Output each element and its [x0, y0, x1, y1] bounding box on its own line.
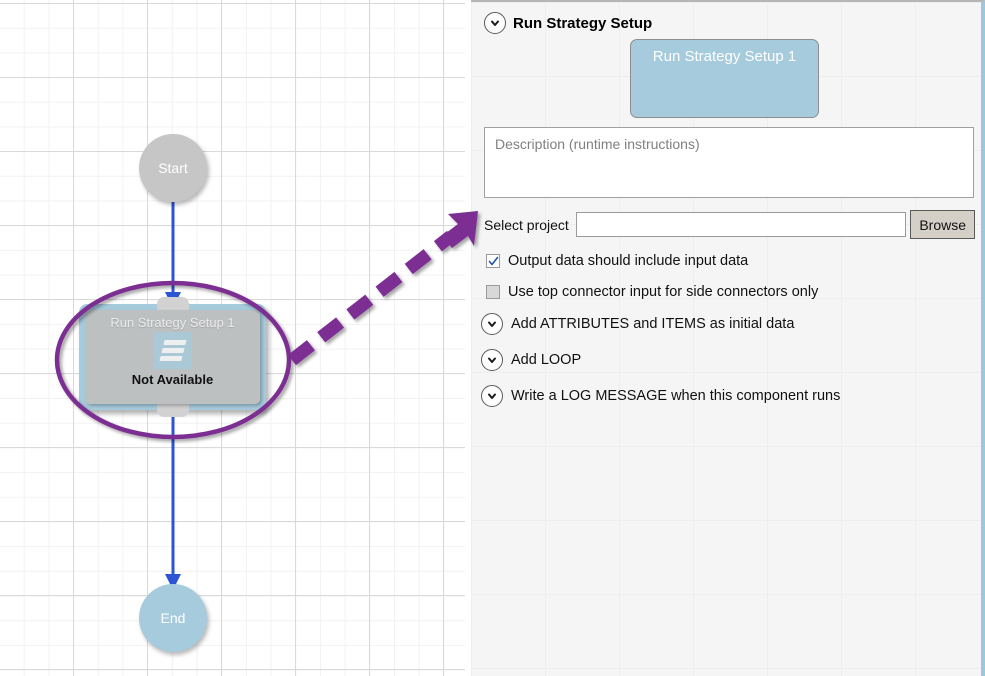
- list-lines-icon: [153, 332, 192, 369]
- component-title-card[interactable]: Run Strategy Setup 1: [630, 39, 819, 118]
- flow-node-title: Run Strategy Setup 1: [110, 315, 235, 330]
- select-project-row: Select project Browse: [484, 210, 975, 239]
- description-input[interactable]: [484, 127, 974, 198]
- chevron-down-circle-icon[interactable]: [481, 349, 503, 371]
- canvas-panel-divider: [465, 0, 471, 676]
- component-title-card-label: Run Strategy Setup 1: [652, 48, 797, 65]
- panel-title: Run Strategy Setup: [513, 14, 653, 32]
- chevron-down-circle-icon[interactable]: [481, 385, 503, 407]
- checkbox-label: Output data should include input data: [508, 253, 749, 269]
- expander-add-loop[interactable]: Add LOOP: [481, 348, 974, 372]
- panel-options-list: Output data should include input data Us…: [481, 250, 974, 420]
- properties-panel: Run Strategy Setup Run Strategy Setup 1 …: [471, 0, 985, 676]
- select-project-input[interactable]: [575, 212, 907, 237]
- expander-add-attributes-and-items[interactable]: Add ATTRIBUTES and ITEMS as initial data: [481, 312, 974, 336]
- expander-label: Add LOOP: [511, 352, 582, 368]
- chevron-down-circle-icon[interactable]: [481, 313, 503, 335]
- checkbox-checked-icon[interactable]: [486, 254, 500, 268]
- flow-node-run-strategy-setup[interactable]: Run Strategy Setup 1 Not Available: [79, 297, 266, 417]
- browse-button[interactable]: Browse: [910, 210, 975, 239]
- checkbox-label: Use top connector input for side connect…: [508, 284, 819, 300]
- flow-node-start-label: Start: [158, 160, 188, 176]
- chevron-down-circle-icon[interactable]: [484, 12, 506, 34]
- flow-node-status: Not Available: [131, 372, 214, 387]
- expander-label: Add ATTRIBUTES and ITEMS as initial data: [511, 316, 795, 332]
- flow-node-end[interactable]: End: [139, 584, 207, 652]
- flow-node-end-label: End: [160, 610, 186, 626]
- connector-nub-bottom[interactable]: [156, 404, 189, 417]
- select-project-label: Select project: [484, 216, 569, 233]
- expander-label: Write a LOG MESSAGE when this component …: [511, 388, 841, 404]
- connector-nub-top[interactable]: [156, 297, 189, 310]
- checkbox-row-output-include-input[interactable]: Output data should include input data: [484, 250, 974, 272]
- checkbox-row-top-connector-side-only[interactable]: Use top connector input for side connect…: [484, 281, 974, 303]
- flow-diagram-canvas[interactable]: Start Run Strategy Setup 1 Not Available…: [0, 0, 466, 676]
- expander-write-log-message[interactable]: Write a LOG MESSAGE when this component …: [481, 384, 974, 408]
- flow-node-disabled-overlay: Run Strategy Setup 1 Not Available: [85, 310, 260, 404]
- flow-node-start[interactable]: Start: [139, 134, 207, 202]
- checkbox-unchecked-icon[interactable]: [486, 285, 500, 299]
- panel-section-header[interactable]: Run Strategy Setup: [484, 12, 652, 34]
- connector-arrowhead-bottom: [165, 574, 181, 590]
